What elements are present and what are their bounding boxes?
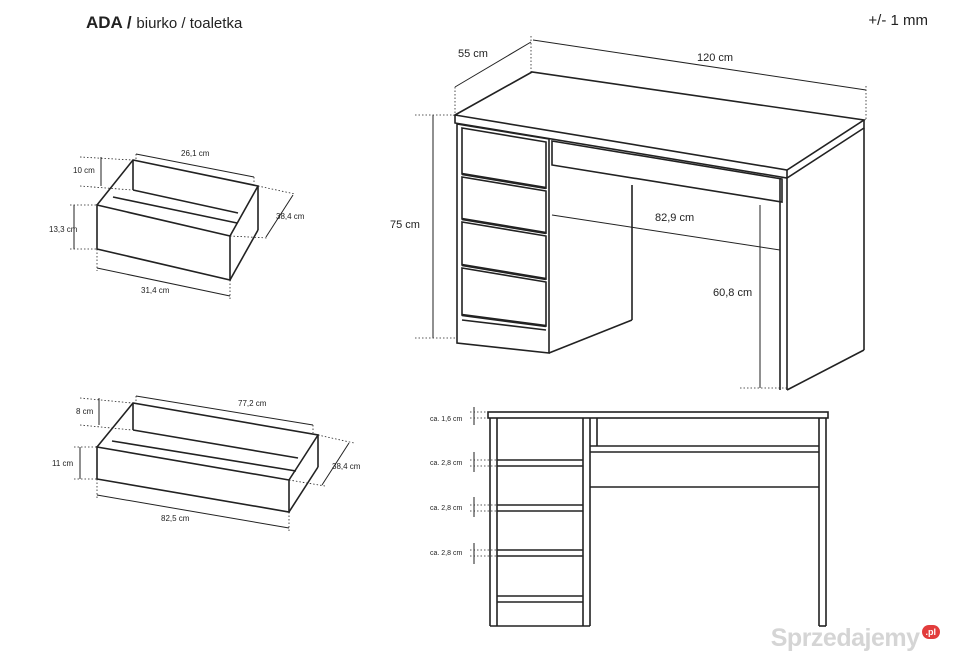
- large-drawer-inner-height-label: 8 cm: [76, 407, 94, 416]
- large-drawer-front-width-label: 82,5 cm: [161, 514, 190, 523]
- large-drawer-inner-width-label: 77,2 cm: [238, 399, 267, 408]
- desk-drawer-fronts: [461, 127, 547, 331]
- gap-label-3: ca. 2,8 cm: [430, 550, 462, 557]
- small-drawer-depth-label: 38,4 cm: [276, 212, 305, 221]
- watermark-logo: Sprzedajemy .pl: [771, 624, 940, 653]
- large-drawer-front: [96, 446, 290, 513]
- desk-height-label: 75 cm: [390, 219, 420, 231]
- large-drawer-depth-label: 38,4 cm: [332, 462, 361, 471]
- large-drawer-top: [96, 402, 320, 481]
- small-drawer-inner-height-label: 10 cm: [73, 166, 95, 175]
- small-drawer-front: [96, 203, 231, 282]
- desk-drawer-cabinet: [456, 123, 550, 354]
- desk-knee-width-label: 82,9 cm: [655, 212, 694, 224]
- tolerance-note: +/- 1 mm: [868, 12, 928, 29]
- desk-isometric-drawing: 55 cm 120 cm 75 cm 82,9 cm 60,8 cm: [390, 36, 867, 391]
- small-drawer-drawing: 26,1 cm 10 cm 13,3 cm 38,4 cm 31,4 cm: [49, 149, 305, 300]
- front-view-top: [487, 411, 829, 419]
- desk-top-surface: [452, 71, 867, 171]
- small-drawer-top: [96, 159, 260, 237]
- desk-top-drawer: [551, 140, 783, 203]
- large-drawer-front-height-label: 11 cm: [52, 459, 74, 468]
- page-title: ADA / biurko / toaletka: [86, 13, 242, 33]
- small-drawer-front-width-label: 31,4 cm: [141, 286, 170, 295]
- desk-knee-height-label: 60,8 cm: [713, 287, 752, 299]
- large-drawer-drawing: 77,2 cm 8 cm 11 cm 38,4 cm 82,5 cm: [52, 395, 361, 532]
- gap-label-1: ca. 2,8 cm: [430, 460, 462, 467]
- desk-depth-label: 55 cm: [458, 48, 488, 60]
- top-thickness-label: ca. 1,6 cm: [430, 416, 462, 423]
- front-view-drawer-rails: [497, 459, 583, 603]
- small-drawer-front-height-label: 13,3 cm: [49, 225, 78, 234]
- small-drawer-inner-width-label: 26,1 cm: [181, 149, 210, 158]
- desk-width-label: 120 cm: [697, 52, 733, 64]
- desk-front-view: ca. 1,6 cm ca. 2,8 cm ca. 2,8 cm ca. 2,8…: [430, 407, 829, 627]
- product-subtitle: biurko / toaletka: [136, 15, 243, 32]
- watermark-badge: .pl: [921, 624, 940, 639]
- gap-label-2: ca. 2,8 cm: [430, 505, 462, 512]
- watermark-text: Sprzedajemy: [770, 624, 920, 652]
- product-name: ADA /: [86, 13, 132, 32]
